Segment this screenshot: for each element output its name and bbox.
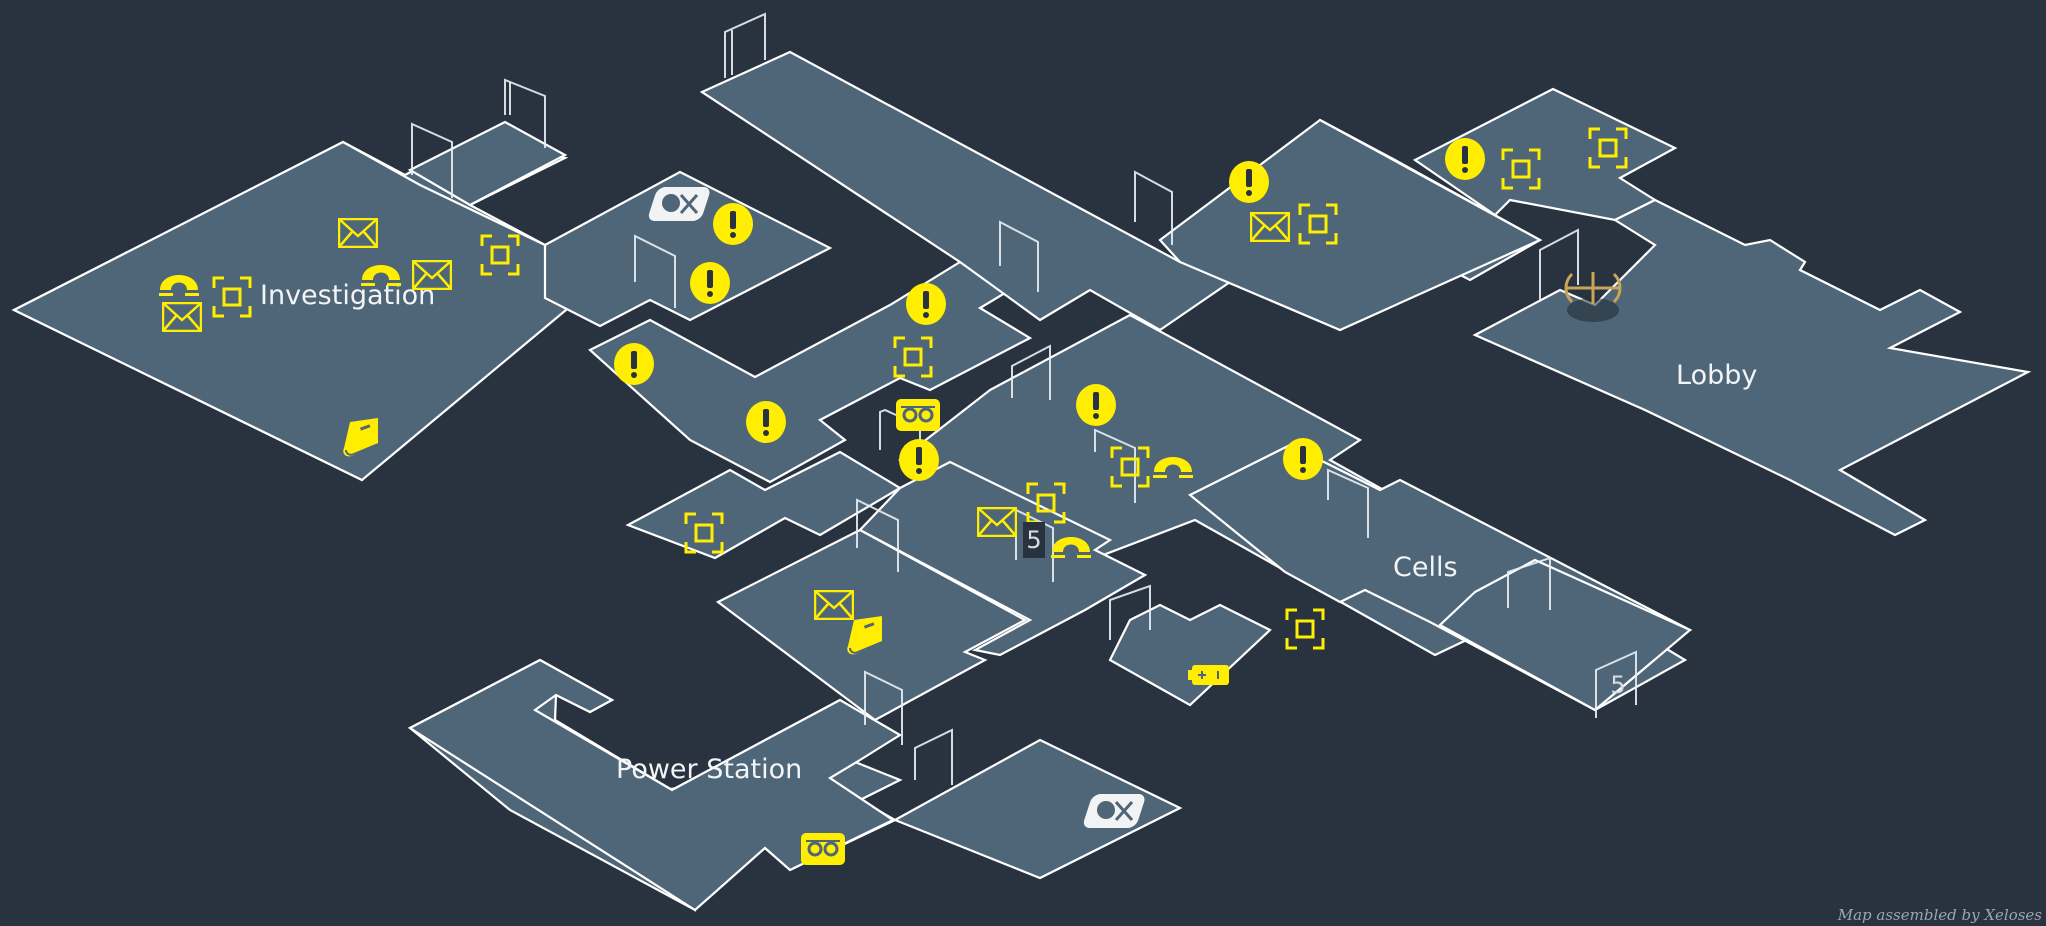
door-frame[interactable]	[999, 220, 1039, 292]
alert-icon[interactable]	[1282, 437, 1324, 481]
letter-icon[interactable]	[814, 590, 854, 620]
letter-icon[interactable]	[412, 260, 452, 290]
letter-icon[interactable]	[977, 507, 1017, 537]
phone-icon[interactable]	[358, 256, 404, 288]
phone-icon[interactable]	[1048, 528, 1094, 560]
battery-icon[interactable]	[1188, 664, 1230, 686]
collectible-icon[interactable]	[212, 276, 252, 318]
player-location-icon[interactable]	[1558, 260, 1628, 326]
alert-icon[interactable]	[898, 438, 940, 482]
collectible-icon[interactable]	[1501, 148, 1541, 190]
map-credit: Map assembled by Xeloses	[1837, 906, 2042, 924]
door-sign: 5	[1610, 671, 1626, 699]
door-frame[interactable]	[411, 122, 453, 198]
collectible-icon[interactable]	[1298, 203, 1338, 245]
alert-icon[interactable]	[1444, 137, 1486, 181]
alert-icon[interactable]	[689, 261, 731, 305]
room-label-cells: Cells	[1393, 552, 1458, 583]
door-frame[interactable]	[1011, 344, 1051, 400]
door-frame[interactable]	[634, 234, 676, 308]
alert-icon[interactable]	[712, 202, 754, 246]
alert-icon[interactable]	[1228, 160, 1270, 204]
room-label-lobby: Lobby	[1676, 360, 1758, 391]
door-frame[interactable]	[1134, 170, 1173, 245]
door-frame[interactable]	[1109, 584, 1151, 640]
door-frame[interactable]	[1327, 468, 1369, 538]
collectible-icon[interactable]	[1588, 127, 1628, 169]
room-battery[interactable]	[1108, 603, 1272, 707]
letter-icon[interactable]	[162, 302, 202, 332]
alert-icon[interactable]	[905, 282, 947, 326]
alert-icon[interactable]	[613, 342, 655, 386]
door-frame[interactable]	[914, 728, 953, 785]
alert-icon[interactable]	[745, 400, 787, 444]
door-frame[interactable]	[1539, 228, 1579, 300]
room-label-investigation: Investigation	[260, 280, 436, 311]
room-corridor-nw[interactable]	[407, 120, 568, 207]
phone-icon[interactable]	[1150, 448, 1196, 480]
skull-icon[interactable]	[1080, 790, 1146, 832]
door-sign: 5	[1023, 522, 1045, 558]
phone-icon[interactable]	[156, 266, 202, 298]
door-frame[interactable]	[856, 498, 899, 572]
collectible-icon[interactable]	[893, 336, 933, 378]
collectible-icon[interactable]	[684, 512, 724, 554]
cassette-icon[interactable]	[800, 832, 846, 866]
collectible-icon[interactable]	[1026, 482, 1066, 524]
room-skull[interactable]	[543, 170, 833, 328]
door-frame[interactable]	[1595, 650, 1637, 718]
letter-icon[interactable]	[338, 218, 378, 248]
room-power-station-main[interactable]	[407, 658, 903, 912]
door-frame[interactable]	[1507, 556, 1551, 610]
room-label-power-station: Power Station	[616, 754, 803, 785]
alert-icon[interactable]	[1075, 383, 1117, 427]
room-investigation-floor-main[interactable]	[11, 140, 597, 482]
door-frame[interactable]	[724, 12, 766, 78]
collectible-icon[interactable]	[480, 234, 520, 276]
cassette-icon[interactable]	[895, 398, 941, 432]
book-icon[interactable]	[842, 614, 886, 660]
room-south-corridor[interactable]	[858, 460, 1148, 657]
skull-icon[interactable]	[645, 183, 711, 225]
door-frame[interactable]	[504, 78, 546, 148]
door-frame[interactable]	[864, 670, 903, 745]
letter-icon[interactable]	[1250, 212, 1290, 242]
room-skull-south[interactable]	[892, 738, 1183, 880]
room-lobby[interactable]	[1472, 198, 2032, 537]
collectible-icon[interactable]	[1285, 608, 1325, 650]
book-icon[interactable]	[338, 416, 382, 462]
collectible-icon[interactable]	[1110, 446, 1150, 488]
